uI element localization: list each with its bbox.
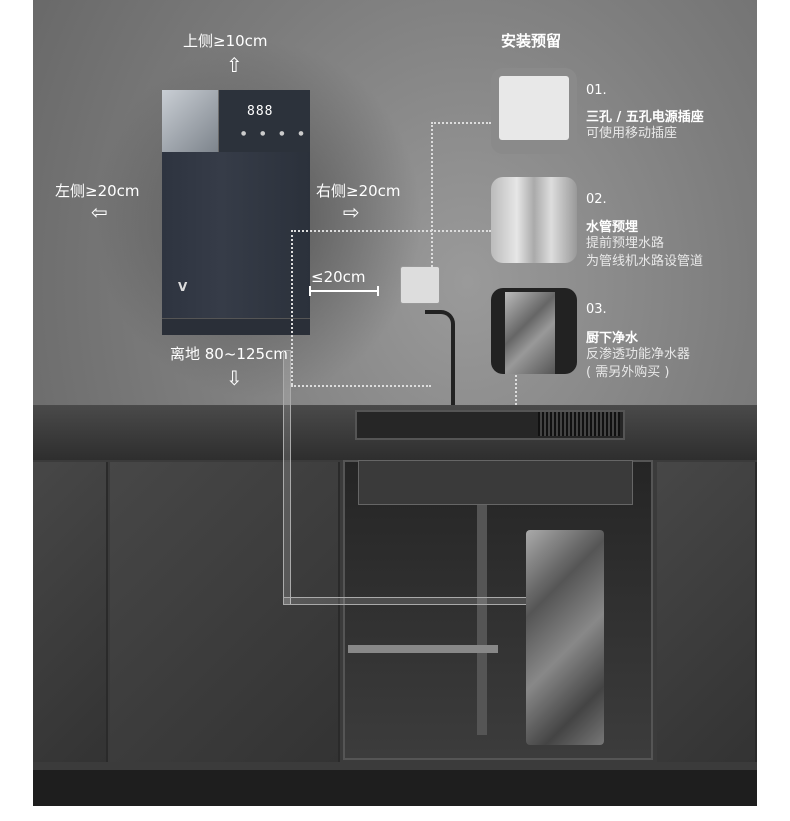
item-number: 02.: [586, 192, 607, 207]
dispenser-body: [162, 152, 310, 318]
temperature-display: 888: [247, 104, 274, 119]
water-pipe-h: [283, 597, 533, 605]
guide-line-pipe: [291, 230, 491, 232]
guide-line-pipe-h2: [291, 385, 431, 387]
sink-basin: [358, 460, 633, 505]
kitchen-scene: 888 ● ● ● ● V 上侧≥10cm ⇧ 左侧≥20cm ⇦ 右侧≥20c…: [33, 0, 757, 806]
item-number: 01.: [586, 83, 607, 98]
socket-distance-label: ≤20cm: [311, 268, 366, 286]
floor: [33, 770, 757, 806]
arrow-up-icon: ⇧: [226, 53, 243, 77]
socket-distance-line: [309, 286, 379, 296]
item-title: 水管预埋: [586, 220, 639, 235]
item-number: 03.: [586, 302, 607, 317]
item-title: 厨下净水: [586, 331, 639, 346]
top-clearance-label: 上侧≥10cm: [183, 32, 268, 50]
guide-line-socket-v: [431, 122, 433, 267]
cabinet-door: [110, 462, 340, 762]
floor-height-label: 离地 80~125cm: [170, 345, 288, 363]
panel-title: 安装预留: [501, 32, 562, 50]
guide-line-socket: [431, 122, 491, 124]
left-clearance-label: 左侧≥20cm: [55, 182, 140, 200]
dispenser-control-panel: 888 ● ● ● ●: [219, 90, 310, 152]
under-sink-cabinet: [343, 460, 653, 760]
dispenser-top-left-panel: [162, 90, 218, 152]
under-sink-purifier: [526, 530, 604, 745]
arrow-down-icon: ⇩: [226, 366, 243, 390]
drain-pipe: [477, 505, 487, 735]
pipe-thumbnail: [491, 177, 577, 263]
arrow-left-icon: ⇦: [91, 200, 108, 224]
item-desc: ( 需另外购买 ): [586, 365, 670, 380]
right-clearance-label: 右侧≥20cm: [316, 182, 401, 200]
item-desc: 反渗透功能净水器: [586, 347, 691, 362]
dish-rack: [538, 412, 620, 436]
wall-dispenser: 888 ● ● ● ● V: [162, 90, 310, 335]
control-buttons[interactable]: ● ● ● ●: [241, 130, 310, 137]
item-title: 三孔 / 五孔电源插座: [586, 110, 704, 125]
guide-line-pipe-v: [291, 230, 293, 385]
item-desc: 可使用移动插座: [586, 126, 678, 141]
arrow-right-icon: ⇨: [343, 200, 360, 224]
water-pipe: [283, 350, 291, 605]
brand-logo-icon: V: [178, 280, 188, 294]
purifier-thumbnail: [491, 288, 577, 374]
item-desc: 为管线机水路设管道: [586, 254, 704, 269]
cabinet-door: [33, 462, 108, 762]
socket-thumbnail: [491, 68, 577, 154]
cabinet-door: [657, 462, 757, 762]
faucet: [425, 310, 455, 410]
pipe-under: [348, 645, 498, 653]
item-desc: 提前预埋水路: [586, 236, 665, 251]
wall-socket: [400, 266, 440, 304]
dispenser-tray: [162, 318, 310, 335]
